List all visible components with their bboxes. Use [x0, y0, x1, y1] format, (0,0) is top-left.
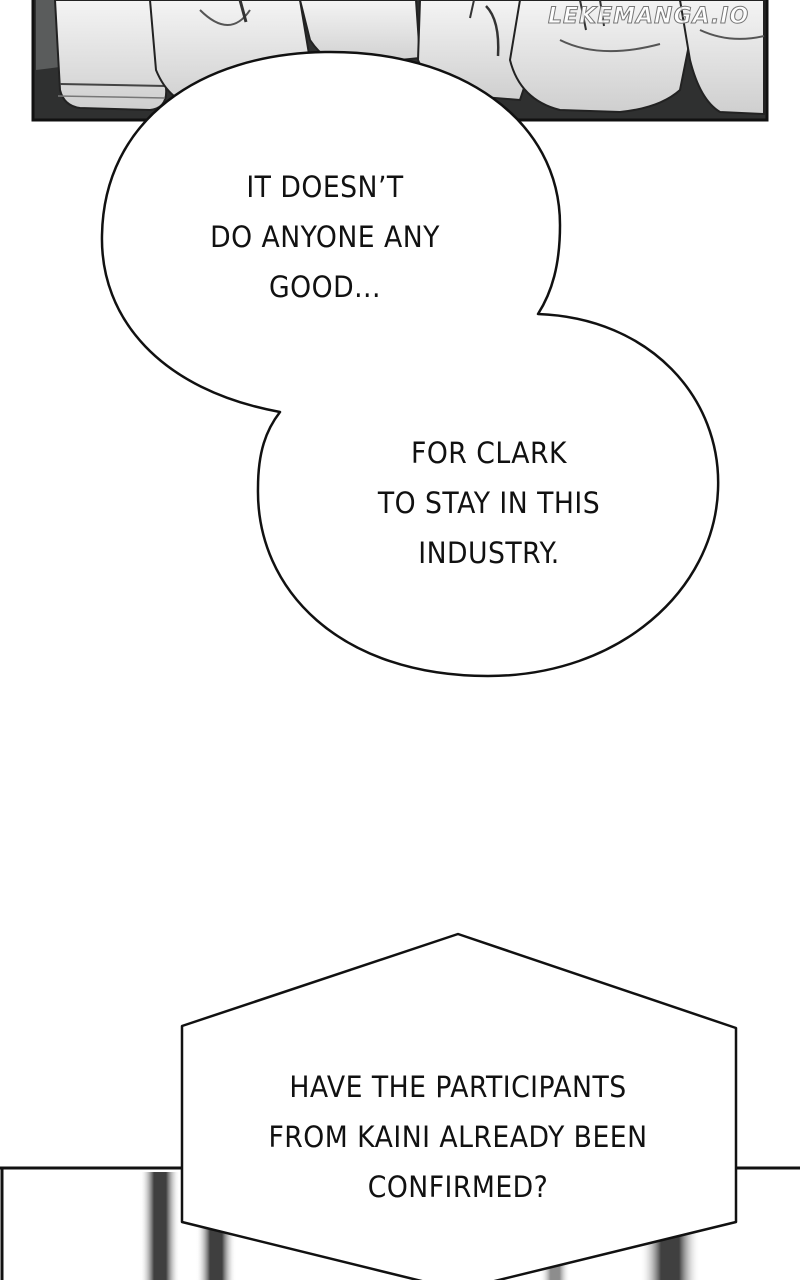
- dialogue-line: CONFIRMED?: [367, 1170, 549, 1204]
- dialogue-line: IT DOESN’T: [246, 170, 404, 204]
- dialogue-line: FOR CLARK: [411, 436, 567, 470]
- narration-box-text: HAVE THE PARTICIPANTS FROM KAINI ALREADY…: [225, 1062, 691, 1212]
- dialogue-line: TO STAY IN THIS: [377, 486, 601, 520]
- dialogue-line: HAVE THE PARTICIPANTS: [289, 1070, 627, 1104]
- dialogue-line: DO ANYONE ANY: [210, 220, 440, 254]
- narration-box-shape: [180, 932, 738, 1280]
- dialogue-line: INDUSTRY.: [418, 536, 560, 570]
- watermark-text: LEKEMANGA.IO: [547, 4, 750, 30]
- speech-bubble-2-text: FOR CLARK TO STAY IN THIS INDUSTRY.: [343, 428, 636, 578]
- dialogue-line: GOOD...: [269, 270, 381, 304]
- speech-bubble-shape: [100, 50, 720, 678]
- dialogue-line: FROM KAINI ALREADY BEEN: [268, 1120, 648, 1154]
- speech-bubble-1-text: IT DOESN’T DO ANYONE ANY GOOD...: [182, 162, 467, 312]
